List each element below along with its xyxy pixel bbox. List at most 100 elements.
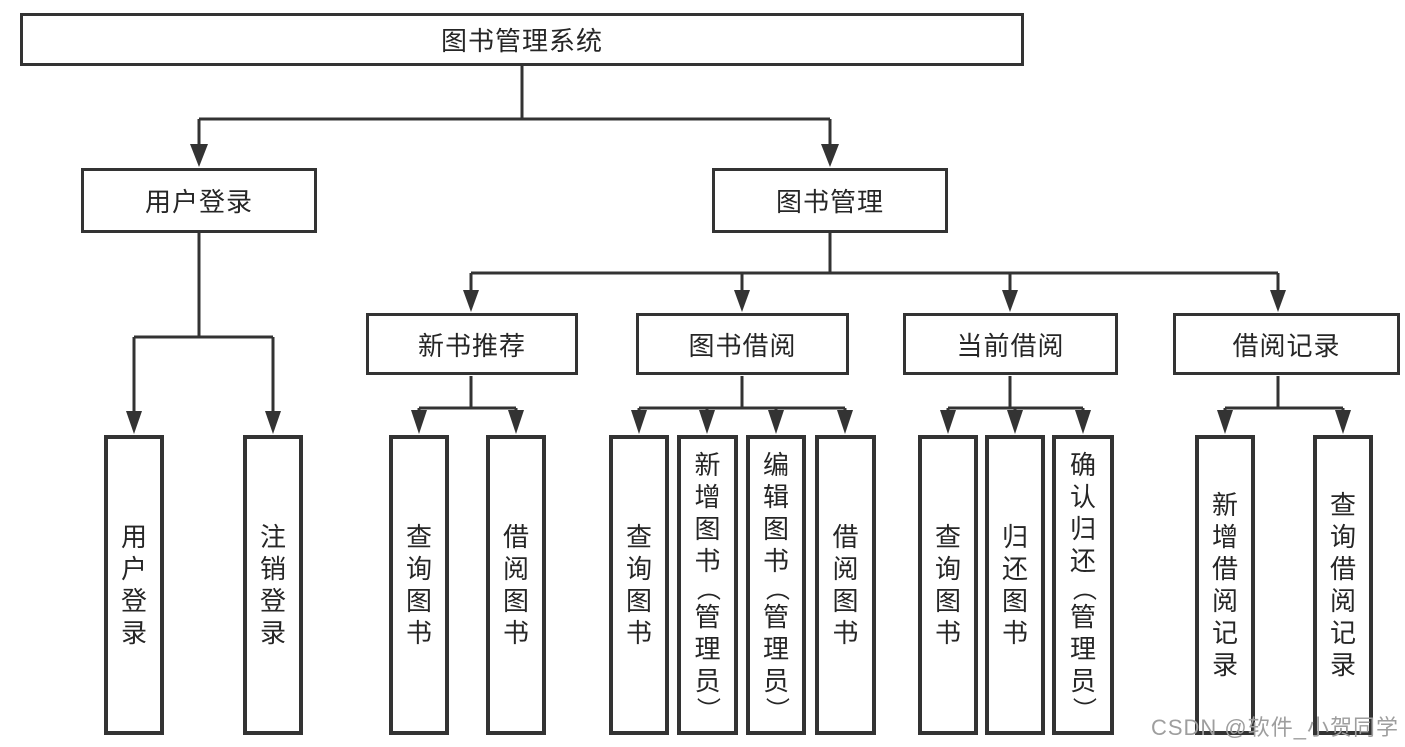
leaf-user-login: 用户登录: [104, 435, 164, 735]
glyph: 管: [762, 602, 789, 632]
node-current-borrow: 当前借阅: [903, 313, 1118, 375]
glyph: 辑: [762, 482, 789, 512]
node-label: 新书推荐: [417, 330, 526, 361]
connector-new-book-recommend-children: [411, 376, 524, 434]
glyph: 查: [1329, 490, 1356, 520]
node-book-management: 图书管理: [712, 168, 948, 233]
leaf-label: 借阅图书: [832, 524, 858, 646]
glyph: 新: [694, 450, 721, 480]
glyph: 记: [1329, 618, 1356, 648]
glyph: ）: [1069, 697, 1097, 721]
glyph: 阅: [1211, 586, 1238, 616]
glyph: 录: [259, 618, 286, 648]
glyph: 书: [694, 546, 721, 576]
node-borrow-records: 借阅记录: [1173, 313, 1400, 375]
glyph: 增: [694, 482, 721, 512]
node-new-book-recommend: 新书推荐: [366, 313, 578, 375]
glyph: 录: [1329, 650, 1356, 680]
glyph: 还: [1069, 546, 1096, 576]
glyph: ）: [694, 697, 722, 721]
glyph: 户: [120, 554, 147, 584]
glyph: 阅: [832, 554, 859, 584]
glyph: 书: [762, 546, 789, 576]
glyph: 书: [1001, 618, 1028, 648]
glyph: 确: [1069, 450, 1096, 480]
leaf-confirm-return-admin: 确认归还（管理员）: [1052, 435, 1114, 735]
glyph: 询: [625, 554, 652, 584]
glyph: 还: [1001, 554, 1028, 584]
glyph: 理: [694, 634, 721, 664]
leaf-label: 查询图书: [935, 524, 961, 646]
leaf-logout: 注销登录: [243, 435, 303, 735]
node-label: 图书管理: [775, 187, 884, 217]
leaf-label: 查询借阅记录: [1330, 492, 1356, 678]
glyph: 录: [1211, 650, 1238, 680]
glyph: 登: [120, 586, 147, 616]
glyph: 登: [259, 586, 286, 616]
glyph: （: [762, 577, 790, 601]
glyph: 图: [405, 586, 432, 616]
leaf-label: 确认归还（管理员）: [1069, 450, 1097, 721]
leaf-label: 用户登录: [121, 524, 147, 646]
node-root-library-management-system: 图书管理系统: [20, 13, 1024, 66]
glyph: 新: [1211, 490, 1238, 520]
leaf-edit-books-admin: 编辑图书（管理员）: [746, 435, 806, 735]
leaf-borrow-books: 借阅图书: [815, 435, 876, 735]
leaf-query-books-borrow: 查询图书: [609, 435, 669, 735]
connector-book-management-to-level2: [463, 233, 1286, 312]
connector-user-login-children: [126, 233, 281, 434]
glyph: 归: [1001, 522, 1028, 552]
glyph: 书: [625, 618, 652, 648]
leaf-add-books-admin: 新增图书（管理员）: [677, 435, 738, 735]
glyph: 图: [934, 586, 961, 616]
leaf-query-books-recommend: 查询图书: [389, 435, 449, 735]
glyph: 书: [405, 618, 432, 648]
connector-current-borrow-children: [940, 376, 1091, 434]
leaf-label: 查询图书: [406, 524, 432, 646]
glyph: ）: [762, 697, 790, 721]
glyph: 借: [502, 522, 529, 552]
glyph: 理: [762, 634, 789, 664]
leaf-return-books: 归还图书: [985, 435, 1045, 735]
glyph: 管: [694, 602, 721, 632]
glyph: （: [1069, 577, 1097, 601]
node-user-login: 用户登录: [81, 168, 317, 233]
glyph: 员: [694, 666, 721, 696]
leaf-label: 查询图书: [626, 524, 652, 646]
leaf-label: 新增借阅记录: [1212, 492, 1238, 678]
glyph: 销: [259, 554, 286, 584]
glyph: （: [694, 577, 722, 601]
node-label: 用户登录: [144, 187, 253, 217]
connector-book-borrow-children: [631, 376, 853, 434]
node-book-borrow: 图书借阅: [636, 313, 849, 375]
node-label: 当前借阅: [956, 330, 1065, 361]
glyph: 注: [259, 522, 286, 552]
glyph: 录: [120, 618, 147, 648]
leaf-label: 归还图书: [1002, 524, 1028, 646]
leaf-label: 新增图书（管理员）: [694, 450, 722, 721]
glyph: 查: [625, 522, 652, 552]
node-label: 图书管理系统: [440, 26, 603, 56]
leaf-borrow-books-recommend: 借阅图书: [486, 435, 546, 735]
glyph: 图: [502, 586, 529, 616]
glyph: 图: [832, 586, 859, 616]
glyph: 理: [1069, 634, 1096, 664]
glyph: 询: [1329, 522, 1356, 552]
glyph: 编: [762, 450, 789, 480]
node-label: 借阅记录: [1232, 330, 1341, 361]
glyph: 书: [502, 618, 529, 648]
glyph: 增: [1211, 522, 1238, 552]
glyph: 书: [832, 618, 859, 648]
leaf-query-borrow-record: 查询借阅记录: [1313, 435, 1373, 735]
glyph: 图: [694, 514, 721, 544]
glyph: 查: [934, 522, 961, 552]
watermark: CSDN @软件_小贺同学: [1150, 715, 1399, 740]
connector-root-to-level1: [190, 66, 839, 167]
leaf-label: 借阅图书: [503, 524, 529, 646]
glyph: 员: [762, 666, 789, 696]
glyph: 询: [405, 554, 432, 584]
glyph: 管: [1069, 602, 1096, 632]
node-label: 图书借阅: [688, 330, 797, 361]
